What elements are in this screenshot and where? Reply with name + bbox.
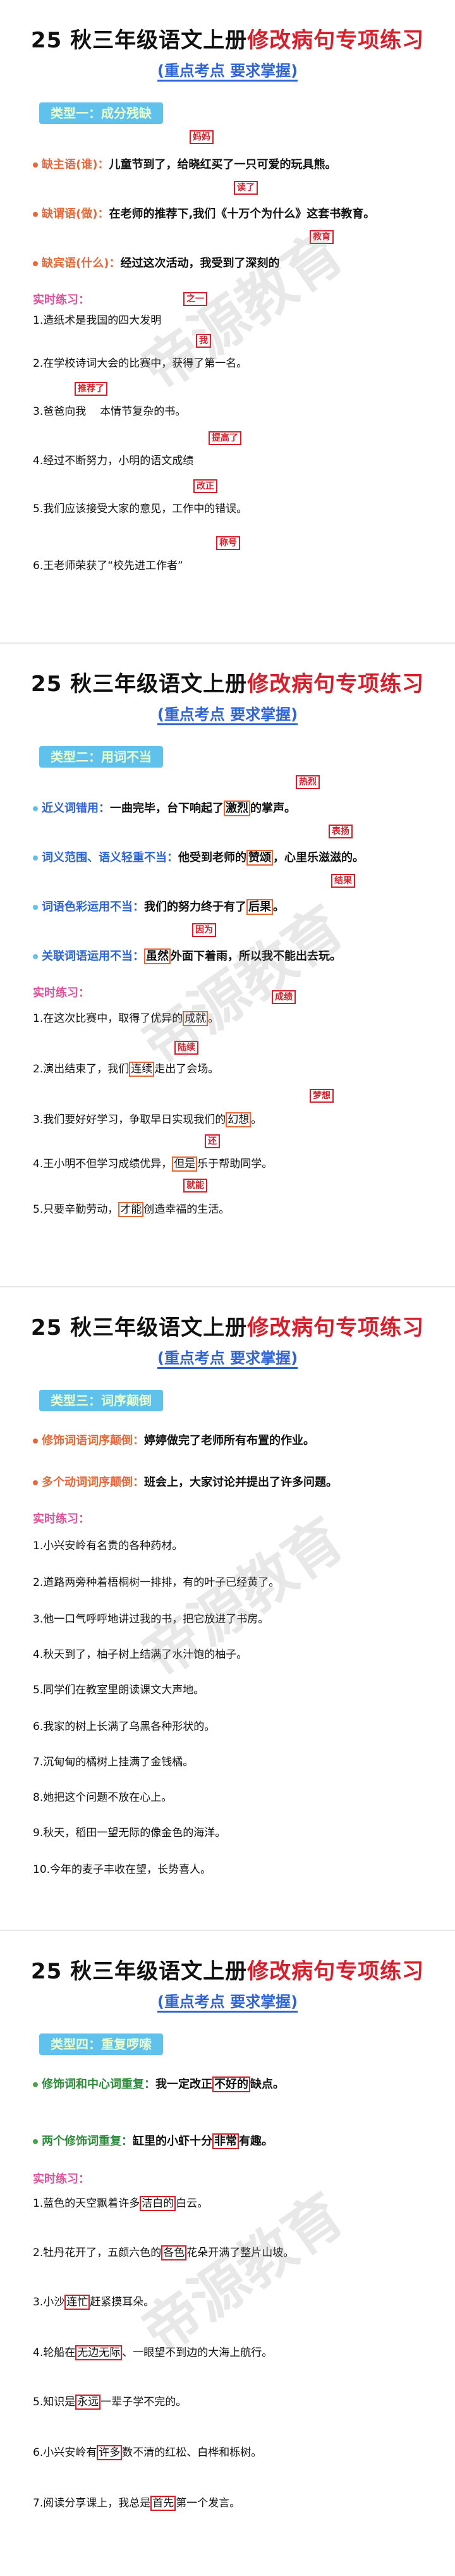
type-badge: 类型三：词序颠倒 xyxy=(39,1390,163,1411)
section-3: 25 秋三年级语文上册修改病句专项练习 (重点考点 要求掌握) 类型三：词序颠倒… xyxy=(0,1287,455,1931)
question-4: 4.经过不断努力，小明的语文成绩 xyxy=(33,455,194,467)
type-badge: 类型四：重复啰嗦 xyxy=(39,2033,163,2055)
bullet-icon xyxy=(33,806,38,811)
question-1: 1.在这次比赛中，取得了优异的成就。 xyxy=(33,1011,219,1026)
question-7: 7.沉甸甸的橘树上挂满了金钱橘。 xyxy=(33,1756,194,1769)
correction-mark: 妈妈 xyxy=(190,130,214,144)
question-6: 6.我家的树上长满了乌黑各种形状的。 xyxy=(33,1720,215,1733)
question-3: 3.爸爸向我本情节复杂的书。 xyxy=(33,405,186,418)
question-3: 3.小沙连忙赶紧摸耳朵。 xyxy=(33,2295,155,2310)
bullet-icon xyxy=(33,856,38,861)
correction-mark: 梦想 xyxy=(310,1089,334,1103)
question-5: 5.只要辛勤劳动，才能创造幸福的生活。 xyxy=(33,1202,230,1217)
correction-mark: 陆续 xyxy=(174,1041,198,1055)
bullet-icon xyxy=(33,905,38,910)
question-5: 5.我们应该接受大家的意见，工作中的错误。 xyxy=(33,503,248,515)
correction-mark: 改正 xyxy=(193,479,217,493)
example-3: 缺宾语(什么)：经过这次活动，我受到了深刻的 xyxy=(33,254,279,271)
page-title: 25 秋三年级语文上册修改病句专项练习 xyxy=(30,28,425,53)
correction-mark: 推荐了 xyxy=(75,382,107,396)
question-8: 8.她把这个问题不放在心上。 xyxy=(33,1791,173,1804)
watermark: 帝源教育 xyxy=(131,1506,356,1691)
question-5: 5.知识是永远一辈子学不完的。 xyxy=(33,2395,187,2410)
correction-mark: 我 xyxy=(196,334,211,348)
question-4: 4.秋天到了，柚子树上结满了水汁饱的柚子。 xyxy=(33,1648,248,1661)
example-3: 词语色彩运用不当：我们的努力终于有了后果。 xyxy=(33,898,284,915)
subtitle: (重点考点 要求掌握) xyxy=(126,1989,329,2015)
subtitle: (重点考点 要求掌握) xyxy=(126,1346,329,1371)
correction-mark: 称号 xyxy=(216,536,240,550)
correction-mark: 就能 xyxy=(183,1179,207,1193)
correction-mark: 结果 xyxy=(331,874,355,888)
page-title: 25 秋三年级语文上册修改病句专项练习 xyxy=(30,672,425,697)
question-4: 4.轮船在无边无际、一眼望不到边的大海上航行。 xyxy=(33,2345,273,2360)
example-1: 修饰词语词序颠倒：婷婷做完了老师所有布置的作业。 xyxy=(33,1432,315,1448)
question-3: 3.他一口气呼呼地讲过我的书，把它放进了书房。 xyxy=(33,1613,269,1626)
section-1: 25 秋三年级语文上册修改病句专项练习 (重点考点 要求掌握) 类型一：成分残缺… xyxy=(0,0,455,644)
question-9: 9.秋天，稻田一望无际的像金色的海洋。 xyxy=(33,1827,226,1839)
example-4: 关联词语运用不当：虽然外面下着雨，所以我不能出去玩。 xyxy=(33,947,341,964)
correction-mark: 之一 xyxy=(183,292,207,306)
example-2: 两个修饰词重复：缸里的小虾十分非常有趣。 xyxy=(33,2132,273,2149)
section-2: 25 秋三年级语文上册修改病句专项练习 (重点考点 要求掌握) 类型二：用词不当… xyxy=(0,644,455,1287)
question-4: 4.王小明不但学习成绩优异，但是乐于帮助同学。 xyxy=(33,1156,273,1172)
question-2: 2.演出结束了，我们连续走出了会场。 xyxy=(33,1062,219,1077)
bullet-icon xyxy=(33,2139,38,2144)
question-3: 3.我们要好好学习，争取早日实现我们的幻想。 xyxy=(33,1112,262,1127)
correction-mark: 教育 xyxy=(310,230,334,244)
example-1: 近义词错用：一曲完毕，台下响起了激烈的掌声。 xyxy=(33,799,296,816)
correction-mark: 还 xyxy=(205,1134,220,1148)
correction-mark: 热烈 xyxy=(296,775,320,789)
correction-mark: 成绩 xyxy=(272,990,296,1004)
bullet-icon xyxy=(33,163,38,168)
example-2: 缺谓语(做)：在老师的推荐下,我们《十万个为什么》这套书教育。 xyxy=(33,205,375,221)
bullet-icon xyxy=(33,1438,38,1444)
question-10: 10.今年的麦子丰收在望，长势喜人。 xyxy=(33,1863,212,1876)
type-badge: 类型一：成分残缺 xyxy=(39,102,163,124)
example-1: 修饰词和中心词重复：我一定改正不好的缺点。 xyxy=(33,2075,284,2092)
example-1: 缺主语(谁)：儿童节到了，给晓红买了一只可爱的玩具熊。 xyxy=(33,156,336,172)
question-5: 5.同学们在教室里朗读课文大声地。 xyxy=(33,1684,205,1696)
question-2: 2.在学校诗词大会的比赛中，获得了第一名。 xyxy=(33,357,248,370)
question-2: 2.牡丹花开了，五颜六色的各色花朵开满了整片山坡。 xyxy=(33,2245,294,2260)
practice-heading: 实时练习： xyxy=(33,293,90,307)
correction-mark: 读了 xyxy=(234,181,258,195)
page-title: 25 秋三年级语文上册修改病句专项练习 xyxy=(30,1959,425,1984)
question-7: 7.阅读分享课上，我总是首先第一个发言。 xyxy=(33,2496,241,2511)
correction-mark: 表扬 xyxy=(329,825,353,838)
bullet-icon xyxy=(33,2082,38,2087)
bullet-icon xyxy=(33,212,38,217)
subtitle: (重点考点 要求掌握) xyxy=(126,58,329,83)
example-2: 词义范围、语义轻重不当：他受到老师的赞颂，心里乐滋滋的。 xyxy=(33,849,364,866)
correction-mark: 因为 xyxy=(192,923,216,937)
type-badge: 类型二：用词不当 xyxy=(39,746,163,768)
question-1: 1.蓝色的天空飘着许多洁白的白云。 xyxy=(33,2196,209,2211)
bullet-icon xyxy=(33,1480,38,1485)
question-6: 6.王老师荣获了“校先进工作者” xyxy=(33,560,183,572)
example-2: 多个动词词序颠倒：班会上，大家讨论并提出了许多问题。 xyxy=(33,1473,337,1490)
question-6: 6.小兴安岭有许多数不清的红松、白桦和栎树。 xyxy=(33,2445,262,2460)
correction-mark: 提高了 xyxy=(209,431,241,445)
practice-heading: 实时练习： xyxy=(33,2173,90,2186)
bullet-icon xyxy=(33,954,38,959)
bullet-icon xyxy=(33,261,38,266)
question-1: 1.小兴安岭有名贵的各种药材。 xyxy=(33,1540,183,1552)
practice-heading: 实时练习： xyxy=(33,986,90,1000)
page-title: 25 秋三年级语文上册修改病句专项练习 xyxy=(30,1315,425,1340)
practice-heading: 实时练习： xyxy=(33,1512,90,1526)
subtitle: (重点考点 要求掌握) xyxy=(126,702,329,727)
question-2: 2.道路两旁种着梧桐树一排排，有的叶子已经黄了。 xyxy=(33,1576,280,1589)
section-4: 25 秋三年级语文上册修改病句专项练习 (重点考点 要求掌握) 类型四：重复啰嗦… xyxy=(0,1931,455,2576)
question-1: 1.造纸术是我国的四大发明 xyxy=(33,314,162,327)
